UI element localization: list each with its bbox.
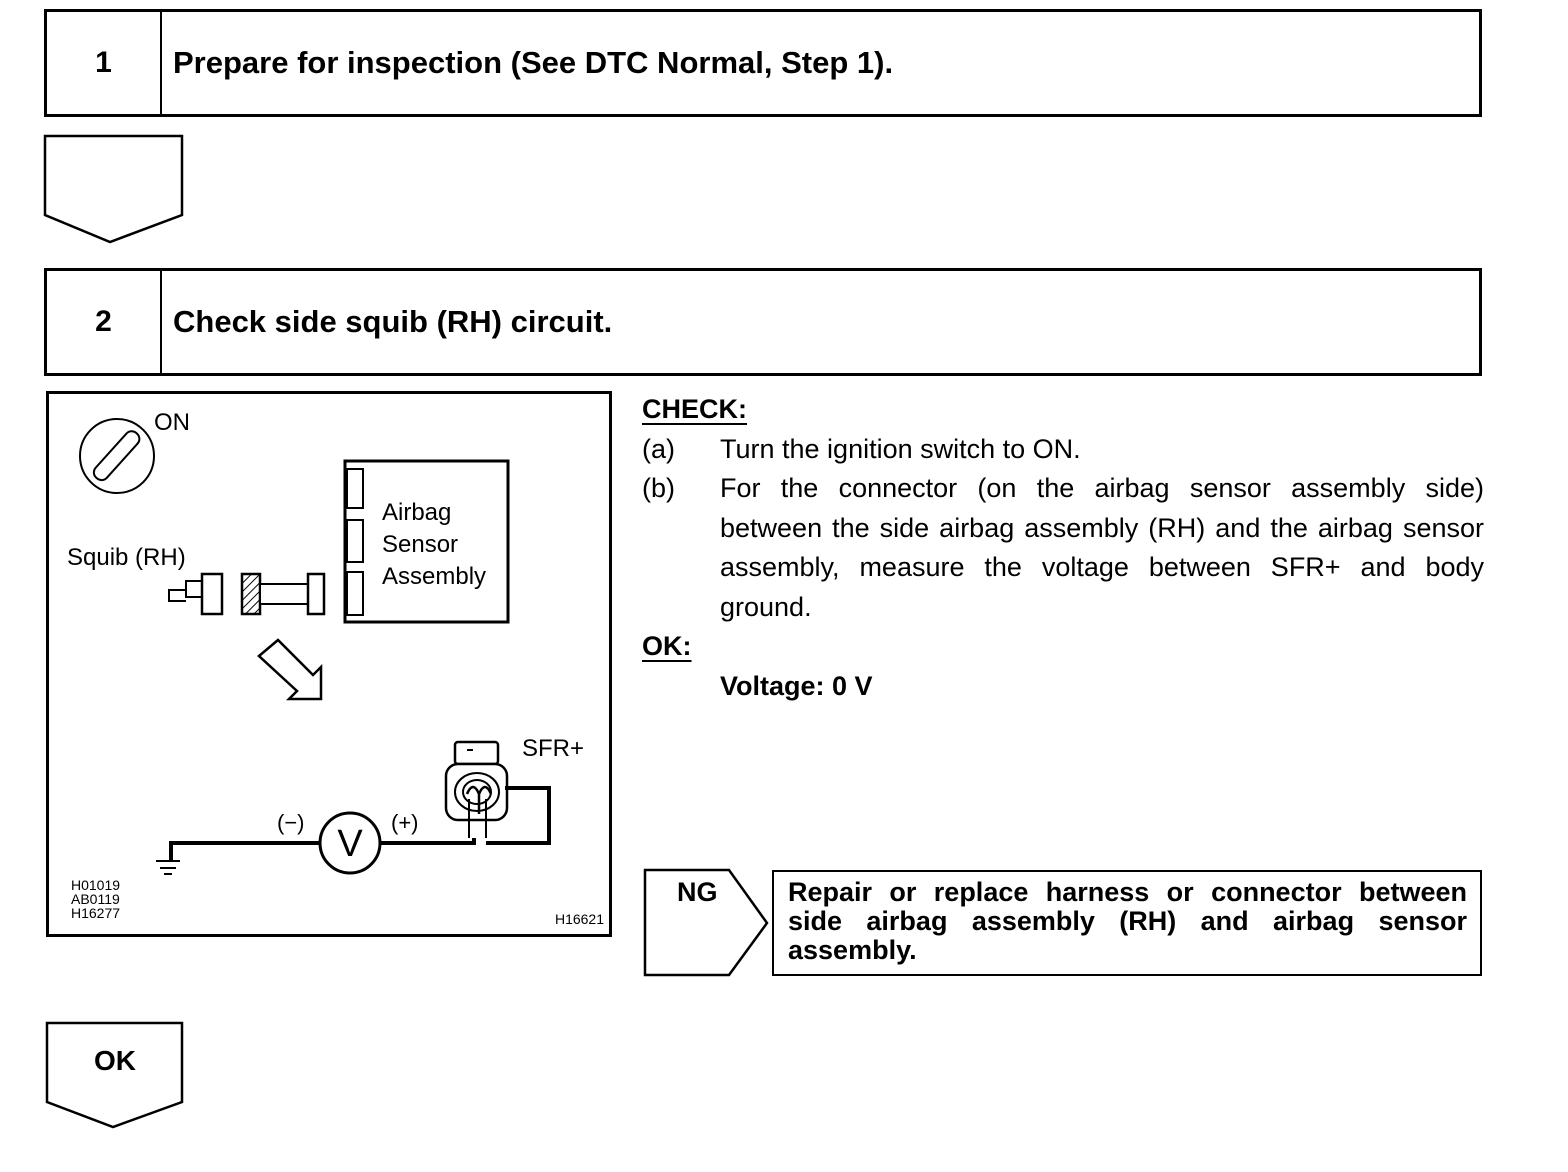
sensor-label-line-3: Assembly (382, 563, 486, 590)
figure-id: H16621 (555, 911, 604, 927)
voltmeter-icon (318, 811, 382, 875)
check-item: (b) For the connector (on the airbag sen… (642, 469, 1484, 627)
ref-code: H16277 (71, 905, 120, 921)
squib-connector-icon (168, 572, 326, 616)
check-item: (a) Turn the ignition switch to ON. (642, 430, 1484, 470)
check-heading: CHECK: (642, 394, 747, 424)
step-number: 1 (47, 12, 162, 114)
minus-lead-label: (−) (277, 810, 305, 835)
direction-arrow-icon (257, 638, 323, 701)
ok-arrow: OK (45, 1021, 185, 1131)
step-number: 2 (47, 271, 162, 373)
continue-arrow (43, 134, 184, 244)
step-title: Prepare for inspection (See DTC Normal, … (173, 45, 894, 80)
ok-arrow-label: OK (94, 1045, 136, 1076)
terminal-label: SFR+ (522, 735, 584, 762)
ok-criteria: Voltage: 0 V (720, 670, 873, 701)
ng-label: NG (677, 877, 718, 907)
ng-action: Repair or replace harness or connector b… (772, 870, 1482, 976)
wiring-diagram: ON Airbag Sensor Assembly Squib (RH) (46, 391, 612, 937)
item-text: Turn the ignition switch to ON. (720, 433, 1081, 464)
ref-code: H01019 (71, 877, 120, 893)
check-section: CHECK: (a) Turn the ignition switch to O… (642, 390, 1484, 706)
ok-heading: OK: (642, 631, 692, 661)
ignition-switch-icon (79, 418, 155, 494)
squib-label: Squib (RH) (67, 544, 186, 571)
sensor-label-line-1: Airbag (382, 499, 451, 526)
ref-code: AB0119 (71, 891, 120, 907)
sensor-label-line-2: Sensor (382, 531, 458, 558)
switch-label: ON (154, 409, 190, 436)
plus-lead-label: (+) (391, 810, 419, 835)
test-lead-wires (169, 786, 551, 861)
step-2-box: 2 Check side squib (RH) circuit. (44, 268, 1482, 376)
item-text: For the connector (on the airbag sensor … (720, 473, 1484, 622)
item-letter: (a) (642, 433, 675, 464)
ng-arrow: NG (643, 868, 769, 978)
step-1-box: 1 Prepare for inspection (See DTC Normal… (44, 9, 1482, 117)
step-title: Check side squib (RH) circuit. (173, 304, 613, 339)
item-letter: (b) (642, 473, 675, 503)
voltmeter-symbol: V (337, 823, 363, 865)
connector-sfr-icon (444, 740, 509, 838)
ground-icon (156, 860, 180, 875)
airbag-sensor-assembly-icon (343, 459, 510, 624)
